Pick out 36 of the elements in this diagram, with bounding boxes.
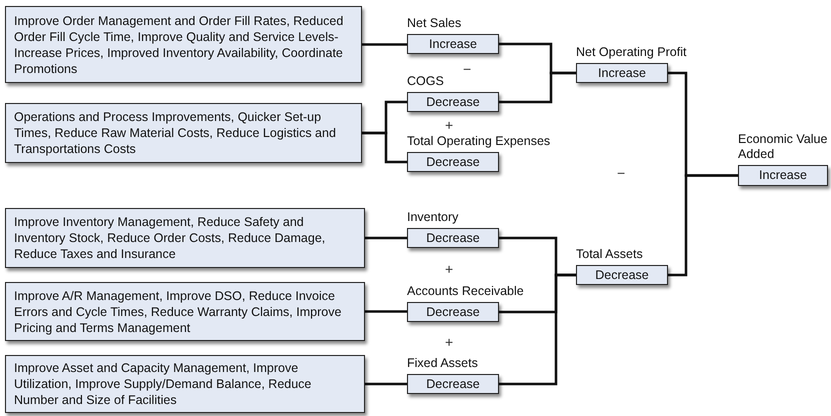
metric-label: Economic Value Added: [738, 132, 828, 162]
action-box: Operations and Process Improvements, Quicker Set-up Times, Reduce Raw Material Costs, Reduce Logistics and Transportations Costs: [5, 103, 362, 163]
connector-line: [365, 236, 407, 240]
connector-line: [365, 382, 407, 386]
value-box: Decrease: [576, 265, 668, 285]
operator-sign: −: [617, 166, 626, 180]
metric-label: Total Assets: [576, 247, 643, 262]
connector-line: [365, 310, 407, 313]
operator-sign: +: [445, 262, 454, 276]
value-box: Decrease: [407, 92, 499, 112]
connector-line: [362, 43, 407, 46]
value-box: Increase: [576, 63, 668, 83]
connector-line: [499, 72, 576, 104]
operator-sign: −: [463, 62, 472, 76]
connector-line: [668, 174, 738, 276]
metric-label: Net Sales: [407, 16, 462, 31]
value-box: Decrease: [407, 152, 499, 172]
metric-label: Inventory: [407, 210, 458, 225]
action-box: Improve Asset and Capacity Management, Improve Utilization, Improve Supply/Demand Balance, Reduce Number and Size of Facilities: [5, 355, 365, 413]
metric-label: Fixed Assets: [407, 356, 478, 371]
operator-sign: +: [445, 335, 454, 349]
metric-label: Net Operating Profit: [576, 45, 686, 60]
value-box: Decrease: [407, 228, 499, 248]
operator-sign: +: [445, 118, 454, 132]
action-box: Improve A/R Management, Improve DSO, Reduce Invoice Errors and Cycle Times, Reduce Warranty Claims, Improve Pricing and Terms Management: [5, 282, 365, 341]
action-box: Improve Order Management and Order Fill Rates, Reduced Order Fill Cycle Time, Improve Quality and Service Levels-Increase Prices, Improved Inventory Availability, Coordinate Promotions: [5, 6, 362, 83]
connector-line: [499, 274, 576, 386]
metric-label: COGS: [407, 74, 444, 89]
action-box: Improve Inventory Management, Reduce Safety and Inventory Stock, Reduce Order Costs, Reduce Damage, Reduce Taxes and Insurance: [5, 208, 365, 268]
value-box: Decrease: [407, 374, 499, 394]
connector-line: [362, 132, 407, 164]
value-box: Increase: [738, 165, 828, 186]
value-box: Decrease: [407, 302, 499, 322]
metric-label: Total Operating Expenses: [407, 134, 550, 149]
value-box: Increase: [407, 34, 499, 54]
metric-label: Accounts Receivable: [407, 284, 524, 299]
